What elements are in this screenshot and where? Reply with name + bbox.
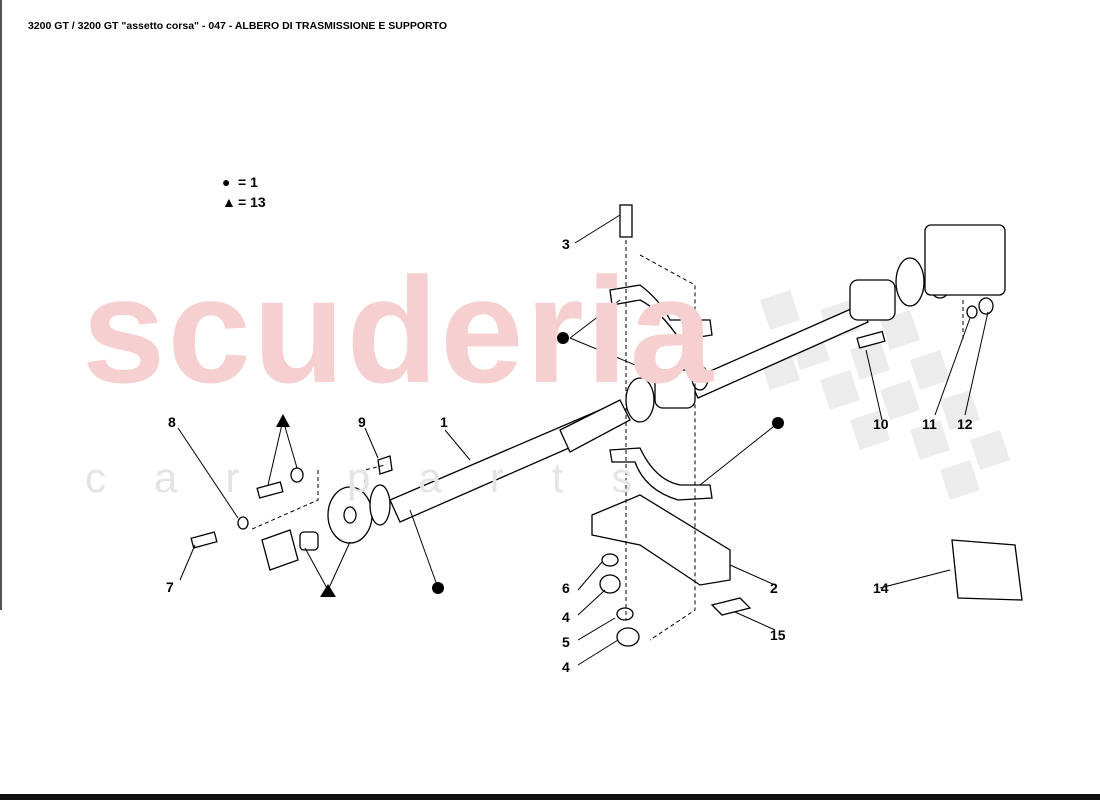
checkered-flag-watermark	[760, 290, 1010, 500]
legend: ●= 1 ▲= 13	[222, 172, 266, 212]
callout-5: 5	[562, 634, 570, 650]
legend-item-circle: ●= 1	[222, 174, 258, 190]
callout-15: 15	[770, 627, 786, 643]
callout-4b: 4	[562, 659, 570, 675]
callout-7: 7	[166, 579, 174, 595]
callout-11: 11	[922, 416, 937, 432]
callout-3: 3	[562, 236, 570, 252]
callout-10: 10	[873, 416, 889, 432]
left-border	[0, 0, 2, 610]
callout-6: 6	[562, 580, 570, 596]
shaft-mid	[559, 399, 631, 453]
callout-4a: 4	[562, 609, 570, 625]
watermark-car-parts: car parts	[85, 454, 681, 501]
triangle-icon: ▲	[222, 194, 236, 210]
circle-icon: ●	[222, 174, 231, 190]
lower-bracket	[609, 447, 713, 501]
callout-12: 12	[957, 416, 973, 432]
callout-14: 14	[873, 580, 889, 596]
kit-bag	[951, 539, 1023, 601]
callout-9: 9	[358, 414, 366, 430]
legend-item-triangle: ▲= 13	[222, 194, 266, 210]
callout-1: 1	[440, 414, 448, 430]
callout-symbols	[276, 332, 784, 597]
watermark-scuderia: scuderia	[82, 246, 715, 414]
page-title: 3200 GT / 3200 GT "assetto corsa" - 047 …	[28, 20, 447, 32]
callout-8: 8	[168, 414, 176, 430]
upper-bracket	[609, 284, 713, 341]
callout-2: 2	[770, 580, 778, 596]
support-mount	[591, 494, 731, 586]
bottom-border	[0, 794, 1100, 800]
